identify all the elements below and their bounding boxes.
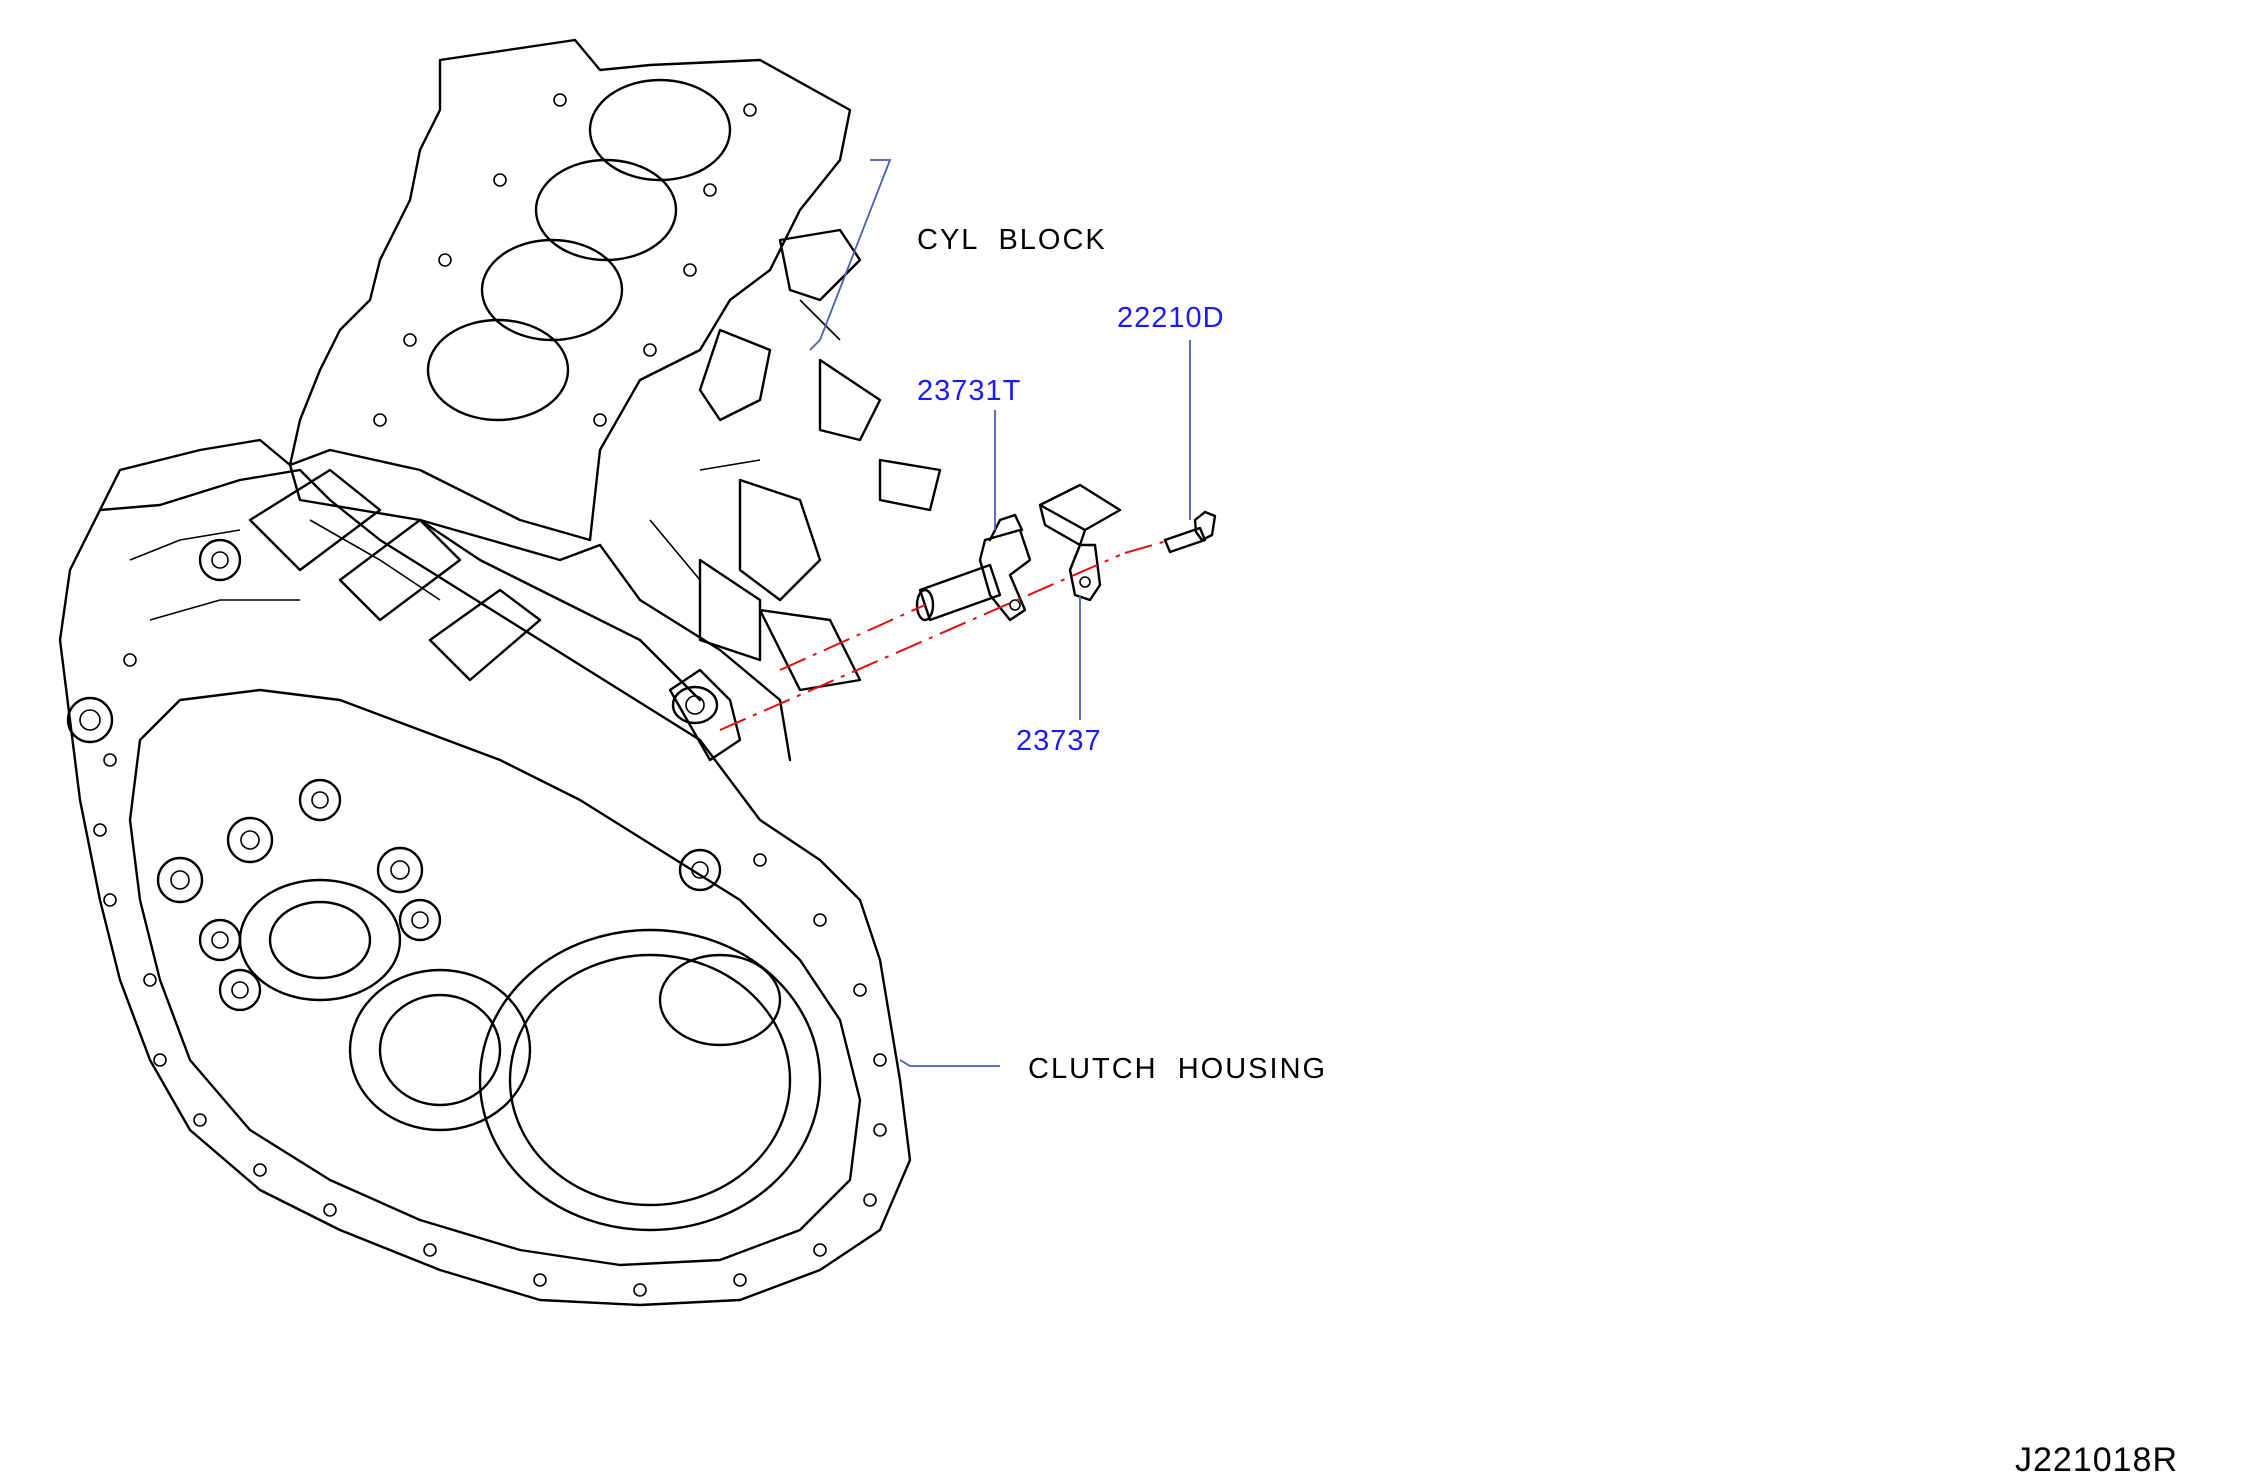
label-clutch-housing: CLUTCH HOUSING: [1028, 1053, 1327, 1085]
sensor-bracket-23737-drawing: [1038, 483, 1122, 602]
bolt-22210d-drawing: [1163, 510, 1217, 554]
crank-sensor-23731t-drawing: [915, 513, 1032, 622]
engine-block-drawing: [288, 38, 942, 762]
diagram-code: J221018R: [2015, 1441, 2178, 1479]
leader-cyl-block: [809, 159, 892, 351]
leader-lines: [809, 159, 1191, 1067]
label-part-22210d: 22210D: [1117, 302, 1225, 334]
clutch-housing-drawing: [58, 438, 912, 1307]
label-part-23731t: 23731T: [917, 375, 1021, 407]
label-cyl-block: CYL BLOCK: [917, 224, 1107, 256]
assembly-center-lines: [719, 539, 1171, 731]
label-part-23737: 23737: [1016, 725, 1102, 757]
leader-clutch-housing: [899, 1059, 1000, 1067]
